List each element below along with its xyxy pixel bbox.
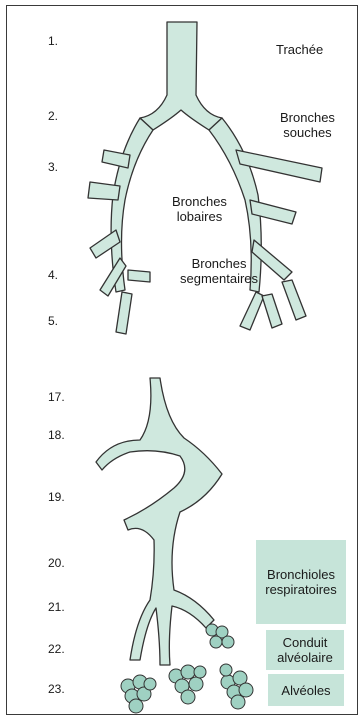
left-distal (116, 292, 132, 334)
box-alveoli: Alvéoles (268, 674, 344, 706)
right-seg-branch-3 (282, 280, 306, 320)
generation-2: 2. (48, 109, 58, 123)
label-segmental-bronchi-line1: Bronches (180, 256, 258, 271)
label-lobar-bronchi-line1: Bronches (172, 194, 227, 209)
label-lobar-bronchi-line2: lobaires (172, 209, 227, 224)
generation-18: 18. (48, 428, 65, 442)
generation-17: 17. (48, 390, 65, 404)
generation-4: 4. (48, 268, 58, 282)
right-seg-branch-2 (262, 294, 282, 328)
label-segmental-bronchi-line2: segmentaires (180, 271, 258, 286)
label-alveolar-duct: Conduit alvéolaire (277, 635, 333, 665)
generation-5: 5. (48, 314, 58, 328)
label-trachea: Trachée (276, 42, 323, 57)
generation-19: 19. (48, 490, 65, 504)
label-segmental-bronchi: Bronches segmentaires (180, 256, 258, 286)
label-resp-bronchioles-line1: Bronchioles (265, 567, 337, 582)
label-resp-bronchioles: Bronchioles respiratoires (265, 567, 337, 597)
generation-23: 23. (48, 682, 65, 696)
generation-20: 20. (48, 556, 65, 570)
label-main-bronchi: Bronches souches (280, 110, 335, 140)
left-seg-branch-2 (128, 270, 150, 282)
alveoli-cluster-mid (169, 665, 206, 704)
trachea (140, 22, 222, 130)
label-main-bronchi-line1: Bronches (280, 110, 335, 125)
label-alveolar-duct-line1: Conduit (277, 635, 333, 650)
box-resp-bronchioles: Bronchioles respiratoires (256, 540, 346, 624)
alveoli-cluster-left (121, 675, 156, 713)
bronchiole-tree (96, 378, 222, 665)
label-alveoli: Alvéoles (281, 683, 330, 698)
label-lobar-bronchi: Bronches lobaires (172, 194, 227, 224)
alveoli-cluster-right (220, 664, 253, 709)
label-alveolar-duct-line2: alvéolaire (277, 650, 333, 665)
label-main-bronchi-line2: souches (280, 125, 335, 140)
generation-3: 3. (48, 160, 58, 174)
generation-21: 21. (48, 600, 65, 614)
box-alveolar-duct: Conduit alvéolaire (266, 630, 344, 670)
right-seg-branch (240, 292, 264, 330)
generation-22: 22. (48, 642, 65, 656)
alveoli-cluster-upper (206, 624, 234, 648)
generation-1: 1. (48, 34, 58, 48)
label-resp-bronchioles-line2: respiratoires (265, 582, 337, 597)
